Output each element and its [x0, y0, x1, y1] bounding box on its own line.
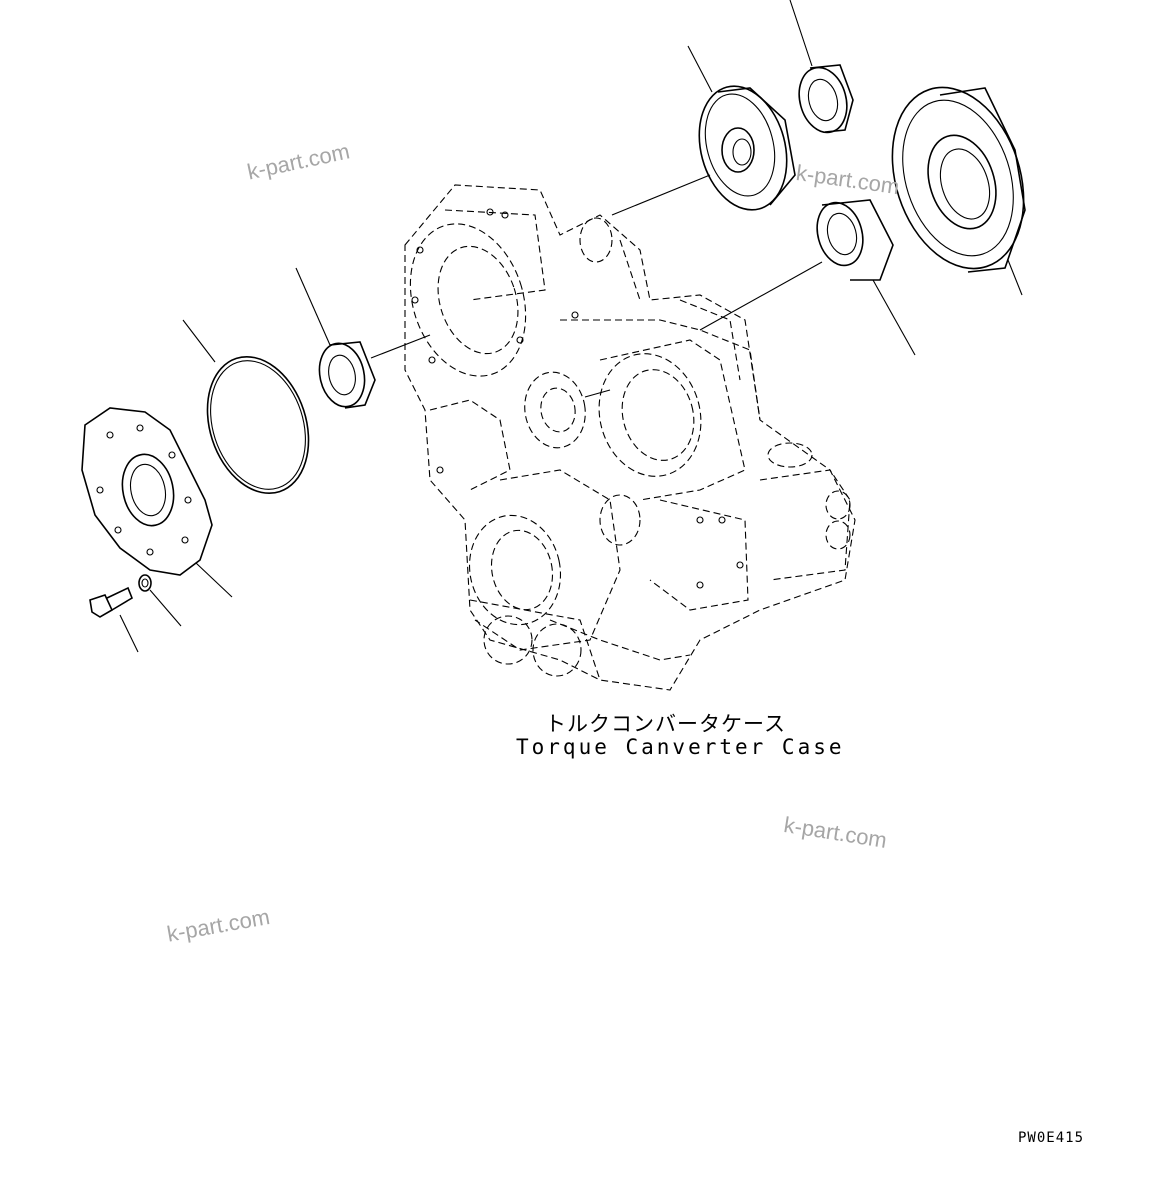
bolt-part [89, 586, 133, 618]
leader-lines [119, 0, 1023, 653]
large-gear-part [891, 86, 1026, 273]
hub-gear-part [698, 85, 796, 211]
drawing-code: PW0E415 [1018, 1130, 1085, 1146]
part-caption-english: Torque Canverter Case [516, 735, 845, 759]
part-caption-japanese: トルクコンバータケース [545, 712, 786, 736]
left-bearing-part [318, 341, 376, 409]
bearing-ring-part [816, 199, 894, 281]
o-ring-part [206, 355, 310, 495]
torque-converter-case [404, 184, 856, 691]
washer-part [138, 574, 152, 592]
small-bearing-part [798, 64, 854, 134]
cover-plate-part [81, 407, 213, 576]
